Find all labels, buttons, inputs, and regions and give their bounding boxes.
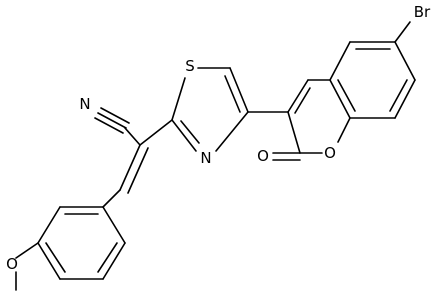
atom-labels: Br S N N O O O	[6, 3, 431, 273]
bond-br	[394, 21, 411, 43]
bond-thz-n-c4	[215, 111, 249, 152]
bond-benz-3	[329, 79, 351, 119]
atom-label-o-carbonyl: O	[257, 147, 269, 165]
bond-pyr-c8a-o1	[337, 117, 351, 143]
bond-nitrile-2	[94, 117, 124, 134]
bond-thz-c2-n	[171, 119, 197, 152]
bond-pyr-c2-c3	[287, 111, 301, 154]
bond-thz-s-c2	[171, 77, 186, 121]
bond-thz-c2-n-inner	[180, 120, 200, 144]
bond-thz-vinyl	[139, 119, 173, 146]
bond-c-cn	[124, 127, 141, 146]
bond-benz-5-inner	[389, 79, 408, 112]
bond-pyr-c3-c4-inner	[294, 87, 311, 114]
atom-label-s: S	[185, 57, 195, 75]
atom-label-br: Br	[414, 3, 431, 21]
bond-nitrile-1	[97, 112, 127, 129]
bond-pyr-c3-c4	[287, 79, 309, 113]
bond-ph-2	[37, 206, 61, 244]
bond-thz-c4-c5-inner	[224, 75, 241, 113]
bond-thz-c4-c5	[229, 67, 249, 113]
atom-label-n-nitrile: N	[79, 95, 90, 113]
bond-benz-5	[394, 79, 416, 119]
bond-ph-ome	[15, 242, 39, 259]
bonds	[15, 21, 416, 291]
bond-ph-3-inner	[45, 242, 66, 273]
bond-ph-6	[102, 206, 126, 244]
bond-ph-3	[37, 242, 61, 280]
bond-vinyl-phenyl	[102, 189, 121, 208]
bond-vinyl-1	[119, 144, 141, 191]
bond-ph-5	[102, 242, 126, 280]
bond-ph-5-inner	[97, 242, 118, 273]
bond-benz-2	[329, 41, 351, 81]
atom-label-n-thiazole: N	[200, 149, 211, 167]
atom-label-o-methoxy: O	[6, 255, 18, 273]
bond-benz-3-inner	[337, 79, 356, 112]
bond-benz-6	[394, 41, 416, 81]
atom-label-o-ring: O	[324, 144, 336, 162]
bond-nitrile-3	[100, 107, 130, 124]
bond-vinyl-2	[127, 147, 149, 194]
